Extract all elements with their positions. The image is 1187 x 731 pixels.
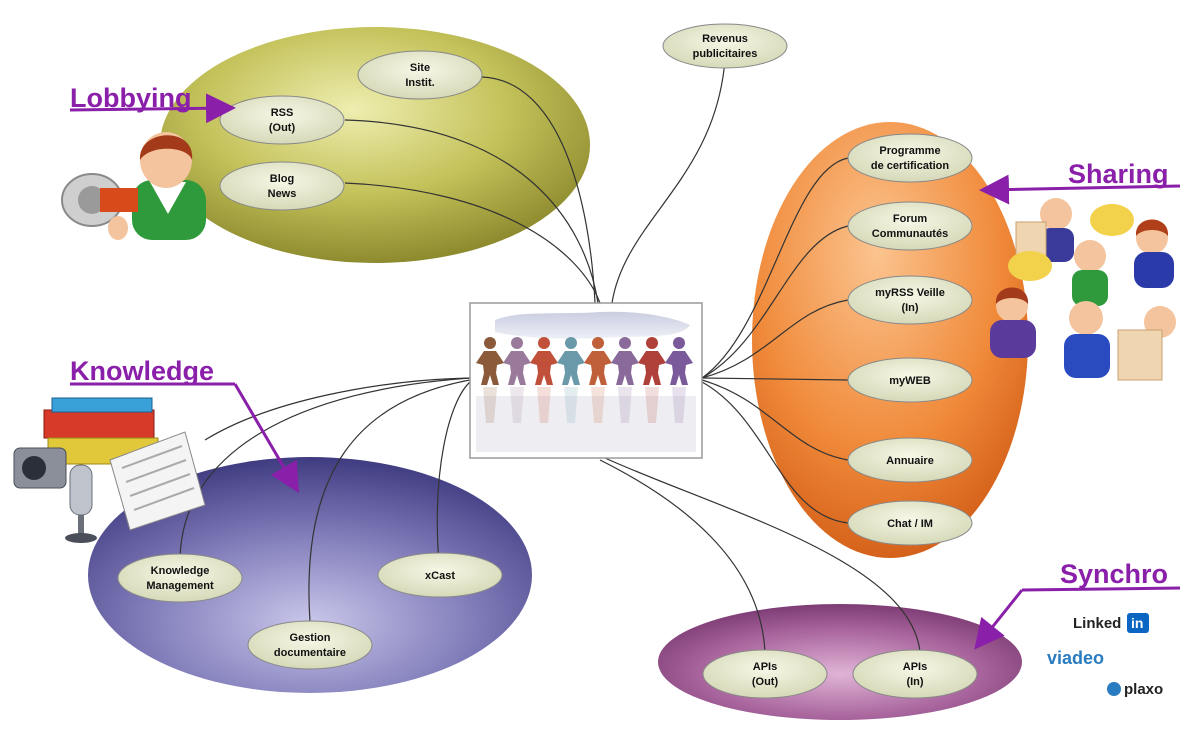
linkedin-text: Linked [1073, 615, 1121, 632]
node-blog-line2: News [268, 188, 297, 200]
viadeo-logo: viadeo [1047, 648, 1104, 668]
node-chat-label: Chat / IM [887, 518, 933, 530]
node-blog-line1: Blog [270, 173, 294, 185]
sharing-group [752, 122, 1028, 558]
node-xcast: xCast [377, 552, 503, 598]
node-chat: Chat / IM [847, 500, 973, 546]
knowledge-group [88, 457, 532, 693]
node-km: Knowledge Management [117, 553, 243, 603]
chain-figure [503, 337, 531, 423]
connector-rss [344, 119, 599, 304]
node-myrss-line2: (In) [901, 302, 918, 314]
linkedin-in: in [1131, 615, 1143, 631]
node-myrss: myRSS Veille (In) [847, 275, 973, 325]
connector-photo [204, 377, 471, 441]
node-xcast-label: xCast [425, 570, 455, 582]
node-rss-out: RSS (Out) [219, 95, 345, 145]
connectors [179, 59, 921, 653]
node-km-line2: Management [146, 580, 214, 592]
chain-figure [476, 337, 504, 423]
chain-figure [530, 337, 558, 423]
connector-programme [701, 157, 849, 379]
node-gestion: Gestion documentaire [247, 620, 373, 670]
category-sharing-label: Sharing [1068, 159, 1169, 189]
connector-annuaire [701, 379, 849, 461]
connector-gestion [308, 379, 471, 623]
node-apis-in: APIs (In) [852, 649, 978, 699]
node-annuaire-label: Annuaire [886, 455, 934, 467]
connector-apis-in [604, 457, 921, 653]
chain-figure [638, 337, 666, 423]
node-blog: Blog News [219, 161, 345, 211]
node-apis-out-line2: (Out) [752, 676, 779, 688]
linkedin-logo: Linked in [1073, 613, 1149, 633]
connector-chat [701, 381, 849, 524]
node-rss-out-line2: (Out) [269, 122, 296, 134]
chain-figure [665, 337, 693, 423]
books-media-icon [13, 397, 206, 543]
node-myweb: myWEB [847, 357, 973, 403]
chain-figure [584, 337, 612, 423]
node-revenus-line1: Revenus [702, 33, 748, 45]
plaxo-text: plaxo [1124, 681, 1163, 698]
node-revenus-line2: publicitaires [693, 48, 758, 60]
node-gestion-line2: documentaire [274, 647, 346, 659]
connector-myweb [701, 377, 849, 381]
viadeo-text: viadeo [1047, 648, 1104, 668]
connector-site [481, 76, 596, 304]
node-site: Site Instit. [357, 50, 483, 100]
category-synchro: Synchro [974, 559, 1181, 650]
category-synchro-label: Synchro [1060, 559, 1168, 589]
plaxo-logo: plaxo [1107, 681, 1163, 698]
node-apis-out: APIs (Out) [702, 649, 828, 699]
megaphone-person-icon [61, 132, 206, 240]
node-myweb-label: myWEB [889, 375, 931, 387]
connector-blog [344, 182, 601, 304]
node-gestion-line1: Gestion [290, 632, 331, 644]
node-programme: Programme de certification [847, 133, 973, 183]
node-apis-in-line1: APIs [903, 661, 927, 673]
connector-km [179, 377, 471, 563]
node-km-line1: Knowledge [151, 565, 210, 577]
node-rss-out-line1: RSS [271, 107, 294, 119]
central-image [469, 302, 703, 459]
node-programme-line1: Programme [879, 145, 940, 157]
node-forum-line1: Forum [893, 213, 927, 225]
node-apis-in-line2: (In) [906, 676, 923, 688]
category-knowledge: Knowledge [70, 356, 300, 494]
node-forum-line2: Communautés [872, 228, 948, 240]
connector-xcast [436, 381, 471, 576]
category-lobbying: Lobbying [69, 83, 236, 124]
node-revenus: Revenus publicitaires [662, 23, 788, 69]
node-forum: Forum Communautés [847, 201, 973, 251]
node-programme-line2: de certification [871, 160, 950, 172]
category-sharing: Sharing [979, 159, 1181, 205]
connector-myrss [701, 299, 849, 379]
connector-apis-out [599, 459, 766, 653]
node-myrss-line1: myRSS Veille [875, 287, 945, 299]
chain-figure [557, 337, 585, 423]
people-chain-icon [476, 337, 693, 423]
connector-revenus [611, 59, 726, 304]
chain-figure [611, 337, 639, 423]
node-annuaire: Annuaire [847, 437, 973, 483]
node-site-line2: Instit. [405, 77, 434, 89]
node-site-line1: Site [410, 62, 430, 74]
people-group-icon [990, 198, 1176, 381]
node-apis-out-line1: APIs [753, 661, 777, 673]
category-knowledge-label: Knowledge [70, 356, 214, 386]
connector-forum [701, 225, 849, 379]
